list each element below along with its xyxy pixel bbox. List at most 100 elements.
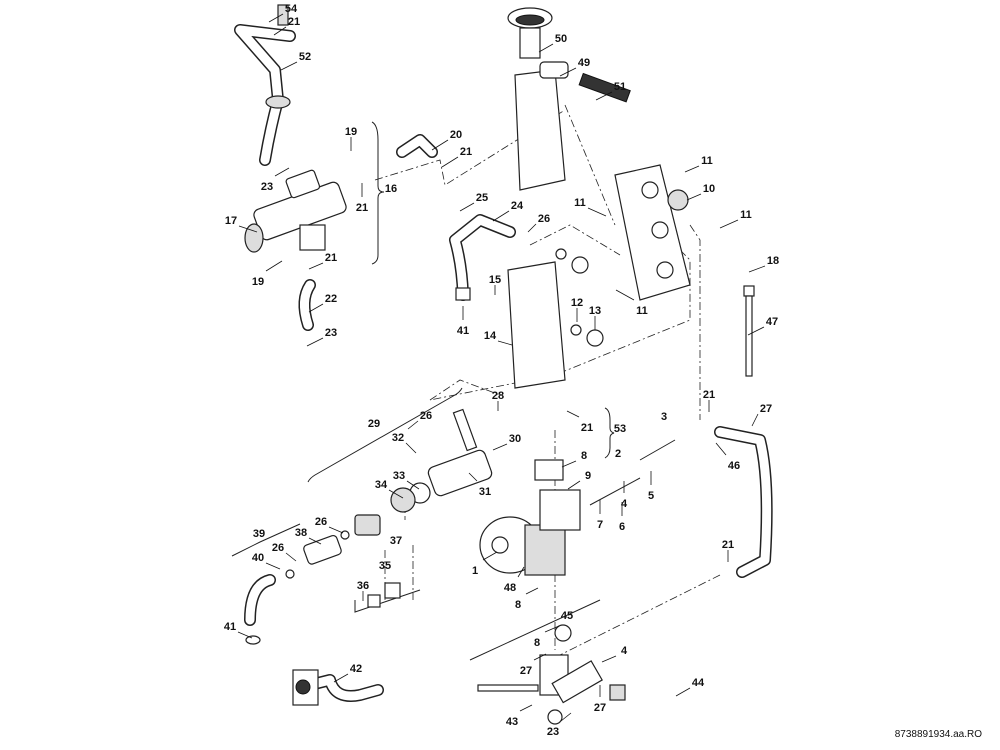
leader-line: [431, 139, 449, 151]
leader-line: [308, 537, 322, 545]
leader-line: [492, 443, 508, 451]
callout-51: 51: [614, 81, 626, 93]
callout-21: 21: [325, 252, 337, 264]
leader-line: [527, 223, 537, 233]
callout-12: 12: [571, 297, 583, 309]
leader-line: [559, 67, 577, 77]
leader-line: [684, 165, 700, 173]
leader-line: [544, 625, 560, 633]
callout-34: 34: [375, 479, 388, 491]
callout-16: 16: [385, 183, 397, 195]
callout-3: 3: [661, 411, 667, 423]
callout-44: 44: [692, 677, 705, 689]
callout-48: 48: [504, 582, 516, 594]
callout-17: 17: [225, 215, 237, 227]
callout-4: 4: [621, 645, 628, 657]
callout-21: 21: [460, 146, 472, 158]
callout-27: 27: [594, 702, 606, 714]
leader-line: [333, 673, 349, 683]
callout-6: 6: [619, 521, 625, 533]
callout-26: 26: [538, 213, 550, 225]
callout-22: 22: [325, 293, 337, 305]
callout-31: 31: [479, 486, 491, 498]
callout-11: 11: [701, 155, 713, 167]
callout-30: 30: [509, 433, 521, 445]
callout-19: 19: [252, 276, 264, 288]
callout-26: 26: [420, 410, 432, 422]
leader-line: [388, 489, 404, 499]
callout-20: 20: [450, 129, 462, 141]
callout-8: 8: [515, 599, 521, 611]
callout-25: 25: [476, 192, 488, 204]
callout-41: 41: [224, 621, 236, 633]
leader-line: [751, 413, 759, 427]
callout-5: 5: [648, 490, 654, 502]
assembly-lines: [374, 104, 721, 656]
fitting-54: [277, 4, 289, 26]
siphon-49: [507, 7, 631, 191]
callout-10: 10: [703, 183, 715, 195]
callout-15: 15: [489, 274, 501, 286]
callout-4: 4: [621, 498, 628, 510]
callout-11: 11: [636, 305, 648, 317]
pipe-41: [244, 574, 276, 645]
manifold-10: [614, 164, 691, 301]
callout-26: 26: [272, 542, 284, 554]
leader-line: [561, 460, 577, 468]
callout-21: 21: [703, 389, 715, 401]
leader-line: [497, 340, 513, 346]
leader-line: [748, 265, 766, 273]
leader-line: [459, 202, 475, 212]
callout-47: 47: [766, 316, 778, 328]
valve-45: [477, 624, 626, 725]
callout-40: 40: [252, 552, 264, 564]
pump-1: [479, 459, 581, 576]
leader-line: [468, 472, 478, 482]
callout-32: 32: [392, 432, 404, 444]
leader-line: [280, 61, 298, 71]
leader-line: [719, 219, 739, 229]
leader-line: [238, 225, 258, 233]
leader-line: [328, 526, 344, 534]
callout-27: 27: [520, 665, 532, 677]
fittings-33-38: [285, 482, 431, 608]
leader-line: [407, 420, 419, 430]
callout-21: 21: [581, 422, 593, 434]
leader-line: [265, 260, 283, 272]
leader-line: [273, 26, 287, 36]
leader-line: [237, 631, 253, 639]
callout-8: 8: [534, 637, 540, 649]
callout-21: 21: [356, 202, 368, 214]
pipe-46: [714, 426, 773, 578]
callout-52: 52: [299, 51, 311, 63]
heat-exchanger-14: [507, 261, 566, 389]
leader-line: [308, 303, 324, 313]
callout-23: 23: [325, 327, 337, 339]
callout-39: 39: [253, 528, 265, 540]
leader-line: [560, 712, 572, 722]
pipe-42: [292, 669, 384, 706]
leader-line: [306, 337, 324, 347]
callout-21: 21: [722, 539, 734, 551]
callout-2: 2: [615, 448, 621, 460]
callout-41: 41: [457, 325, 469, 337]
leader-line: [517, 566, 525, 578]
leader-line: [601, 655, 617, 663]
callout-24: 24: [511, 200, 524, 212]
leader-line: [675, 687, 691, 697]
callout-43: 43: [506, 716, 518, 728]
callout-7: 7: [597, 519, 603, 531]
leader-line: [538, 43, 554, 53]
seals-12-13: [555, 248, 604, 347]
callout-13: 13: [589, 305, 601, 317]
callout-37: 37: [390, 535, 402, 547]
callout-50: 50: [555, 33, 567, 45]
leader-line: [405, 442, 417, 454]
pipe-22: [298, 279, 316, 331]
callout-46: 46: [728, 460, 740, 472]
callout-42: 42: [350, 663, 362, 675]
callout-23: 23: [261, 181, 273, 193]
callout-33: 33: [393, 470, 405, 482]
